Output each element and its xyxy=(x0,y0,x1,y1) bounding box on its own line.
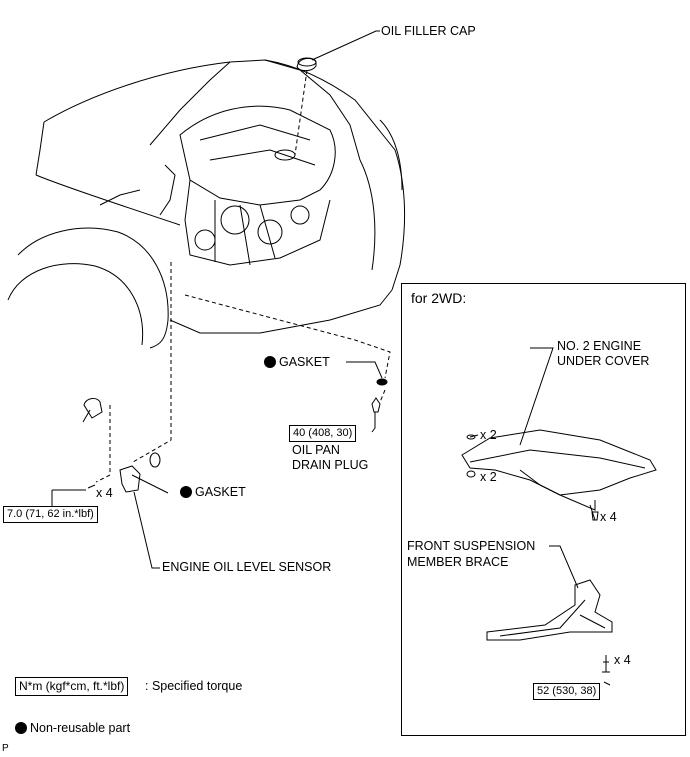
brace-torque-box: 52 (530, 38) xyxy=(533,683,601,700)
sensor-bolt-quantity: x 4 xyxy=(96,486,113,500)
for-2wd-panel xyxy=(401,283,686,736)
cover-bolt-quantity: x 4 xyxy=(600,510,617,524)
drain-gasket-text: GASKET xyxy=(279,355,330,369)
oil-filler-cap-part xyxy=(294,30,380,156)
upper-clip-quantity: x 2 xyxy=(480,428,497,442)
under-cover-label-line2: UNDER COVER xyxy=(557,354,650,368)
engine-illustration xyxy=(159,105,336,266)
non-reusable-dot-icon xyxy=(15,722,27,734)
oil-filler-cap-label: OIL FILLER CAP xyxy=(381,24,476,38)
oil-level-sensor-part xyxy=(51,397,169,569)
non-reusable-legend-text: Non-reusable part xyxy=(30,721,131,735)
brace-label-line1: FRONT SUSPENSION xyxy=(407,539,536,553)
sensor-gasket-text: GASKET xyxy=(195,485,246,499)
under-cover-illustration xyxy=(461,347,657,521)
sensor-torque-box: 7.0 (71, 62 in.*lbf) xyxy=(3,506,98,523)
non-reusable-dot-icon xyxy=(180,486,192,498)
lower-clip-quantity: x 2 xyxy=(480,470,497,484)
torque-unit-legend-box: N*m (kgf*cm, ft.*lbf) xyxy=(15,677,129,696)
drain-plug-label-line2: DRAIN PLUG xyxy=(292,458,369,472)
reference-lines xyxy=(95,262,391,483)
for-2wd-title: for 2WD: xyxy=(411,290,467,306)
non-reusable-dot-icon xyxy=(264,356,276,368)
drain-plug-torque-box: 40 (408, 30) xyxy=(289,425,357,442)
torque-legend-text: : Specified torque xyxy=(145,679,243,693)
oil-level-sensor-label: ENGINE OIL LEVEL SENSOR xyxy=(162,560,332,574)
drain-plug-label-line1: OIL PAN xyxy=(292,443,340,457)
car-body-illustration xyxy=(7,59,406,349)
drain-gasket-label: GASKET xyxy=(264,355,330,370)
brace-bolt-quantity: x 4 xyxy=(614,653,631,667)
under-cover-label-line1: NO. 2 ENGINE xyxy=(557,339,642,353)
suspension-brace-illustration xyxy=(486,545,613,686)
corner-mark: P xyxy=(2,743,9,754)
drain-plug-part xyxy=(346,361,388,433)
non-reusable-legend: Non-reusable part xyxy=(15,721,130,736)
sensor-gasket-label: GASKET xyxy=(180,485,246,500)
brace-label-line2: MEMBER BRACE xyxy=(407,555,509,569)
